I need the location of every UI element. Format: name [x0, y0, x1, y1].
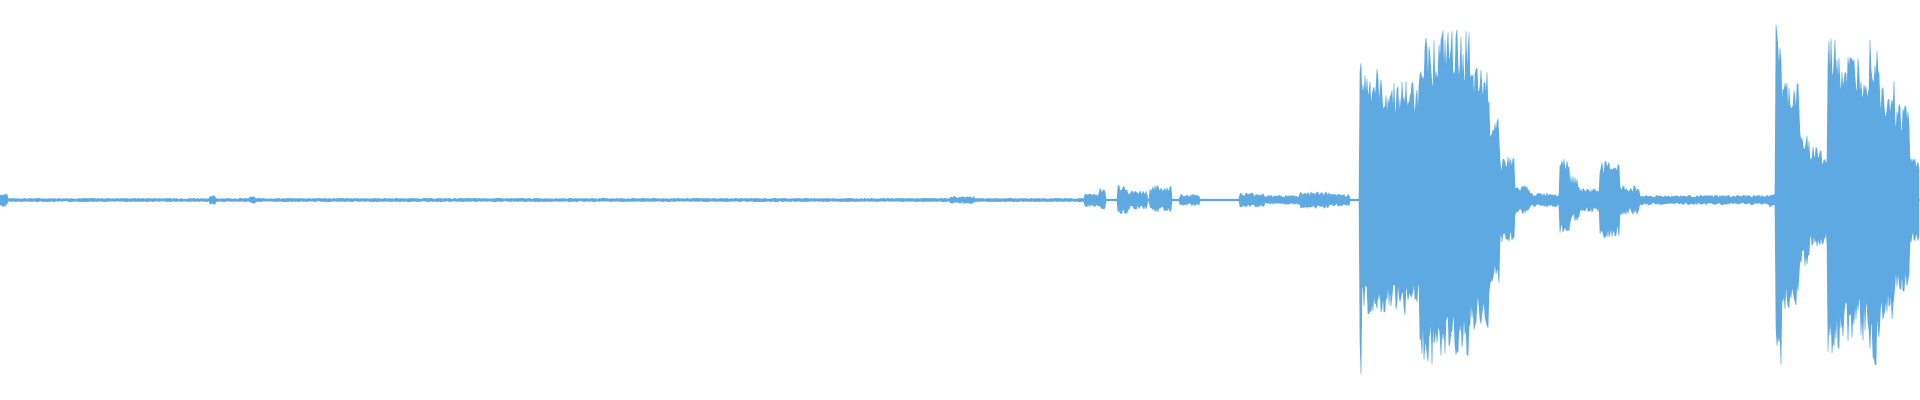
waveform-envelope — [0, 24, 1920, 375]
